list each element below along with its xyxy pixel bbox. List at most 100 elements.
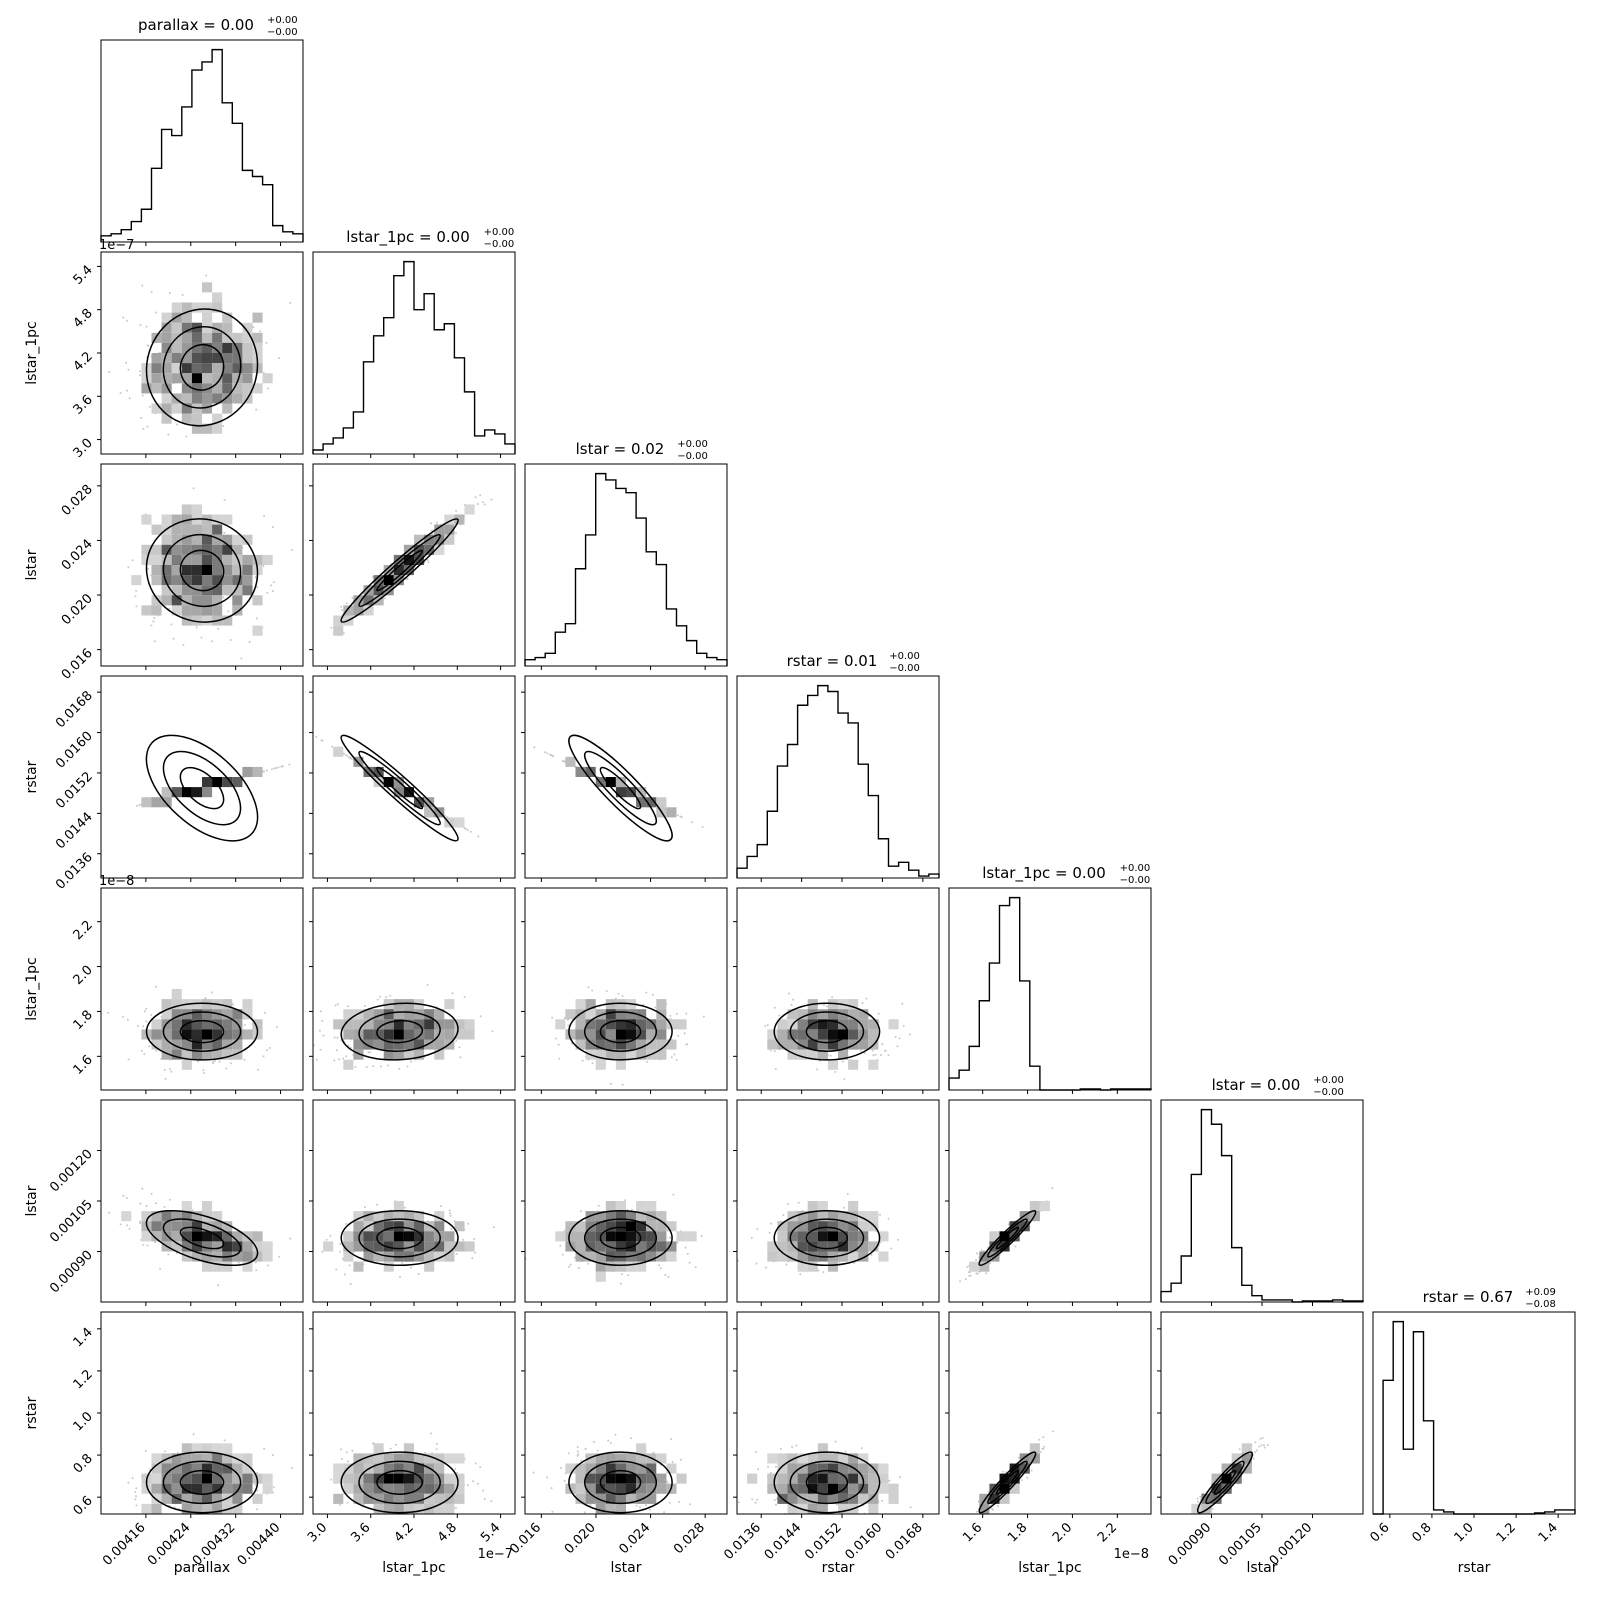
density-cell (343, 605, 354, 616)
density-cell (212, 595, 223, 606)
y-tick-label: 3.6 (71, 393, 96, 418)
sample-point (264, 1011, 266, 1014)
density-cell (151, 1029, 162, 1040)
sample-point (901, 1002, 904, 1005)
density-cell (403, 1029, 414, 1040)
density-cell (191, 373, 202, 384)
density-cell (353, 605, 364, 616)
density-cell (181, 1059, 192, 1070)
density-cell (232, 544, 243, 555)
sample-point (670, 1056, 673, 1059)
sample-point (609, 1082, 612, 1085)
density-cell (222, 534, 233, 545)
density-cell (212, 585, 223, 596)
density-cell (676, 1231, 687, 1242)
sample-point (384, 597, 387, 600)
sample-point (561, 1253, 564, 1256)
density-cell (353, 1241, 364, 1252)
sample-point (172, 637, 175, 640)
sample-point (167, 433, 170, 436)
sample-point (349, 1283, 352, 1285)
sample-point (790, 1003, 793, 1006)
sample-point (141, 1187, 144, 1190)
sample-point (275, 767, 278, 769)
sample-point (155, 985, 158, 988)
y-tick-label: 4.2 (71, 349, 96, 374)
density-cell (171, 363, 182, 374)
sample-point (315, 736, 318, 738)
panel-frame (312, 675, 516, 879)
density-cell (605, 1201, 616, 1212)
density-cell (222, 373, 233, 384)
panel-3-1 (309, 675, 516, 882)
sample-point (474, 496, 477, 499)
sample-point (860, 1050, 862, 1052)
panel-frame (948, 887, 1152, 1091)
sample-point (464, 827, 467, 830)
sample-point (223, 499, 226, 501)
sample-point (880, 1054, 882, 1056)
sample-point (555, 1037, 558, 1040)
density-cell (202, 1201, 213, 1212)
sample-point (469, 830, 472, 833)
density-cell (141, 797, 152, 808)
contour-level-1 (179, 766, 225, 810)
sample-point (138, 370, 141, 373)
density-cell (353, 595, 364, 606)
density-cell (151, 332, 162, 343)
sample-point (345, 602, 348, 605)
sample-point (686, 1252, 689, 1255)
y-tick-label: 2.0 (71, 963, 96, 988)
density-cell (232, 554, 243, 565)
sample-point (467, 1222, 470, 1225)
panel-5-2 (521, 1099, 728, 1306)
sample-point (354, 1065, 357, 1068)
density-cell (777, 1029, 788, 1040)
sample-point (321, 1250, 324, 1253)
density-cell (242, 332, 253, 343)
density-cell (242, 585, 253, 596)
density-cell (191, 787, 202, 798)
density-cell (202, 1029, 213, 1040)
density-cell (232, 393, 243, 404)
sample-point (581, 1059, 584, 1062)
density-cell (232, 777, 243, 788)
density-cell (212, 1241, 223, 1252)
density-cell (242, 373, 253, 384)
sample-point (774, 1068, 777, 1070)
density-cell (161, 797, 172, 808)
panel-3-3: rstar = 0.01+0.00−0.00 (736, 651, 940, 882)
sample-point (347, 756, 350, 758)
density-cell (171, 544, 182, 555)
sample-point (153, 640, 156, 643)
density-cell (585, 1231, 596, 1242)
sample-point (587, 986, 590, 989)
sample-point (865, 997, 868, 1000)
sample-point (569, 1263, 572, 1266)
y-tick-label: 1.6 (71, 1053, 96, 1078)
y-tick-label: 0.0160 (53, 729, 96, 772)
density-cell (595, 1241, 606, 1252)
density-cell (626, 1231, 637, 1242)
sample-point (627, 1274, 630, 1277)
panel-0-0: parallax = 0.00+0.00−0.00 (100, 15, 304, 246)
sample-point (451, 992, 454, 995)
density-cell (636, 1019, 647, 1030)
sample-point (658, 1264, 661, 1267)
density-cell (232, 353, 243, 364)
density-cell (161, 575, 172, 586)
density-cell (191, 1221, 202, 1232)
density-cell (202, 615, 213, 626)
density-cell (403, 554, 414, 565)
sample-point (887, 1054, 890, 1057)
density-cell (202, 554, 213, 565)
sample-point (621, 1083, 624, 1086)
sample-point (336, 1003, 339, 1006)
density-cell (212, 292, 223, 303)
density-cell (202, 312, 213, 323)
density-cell (444, 1019, 455, 1030)
density-cell (161, 554, 172, 565)
density-cell (444, 524, 455, 535)
density-cell (171, 514, 182, 525)
density-cell (222, 332, 233, 343)
